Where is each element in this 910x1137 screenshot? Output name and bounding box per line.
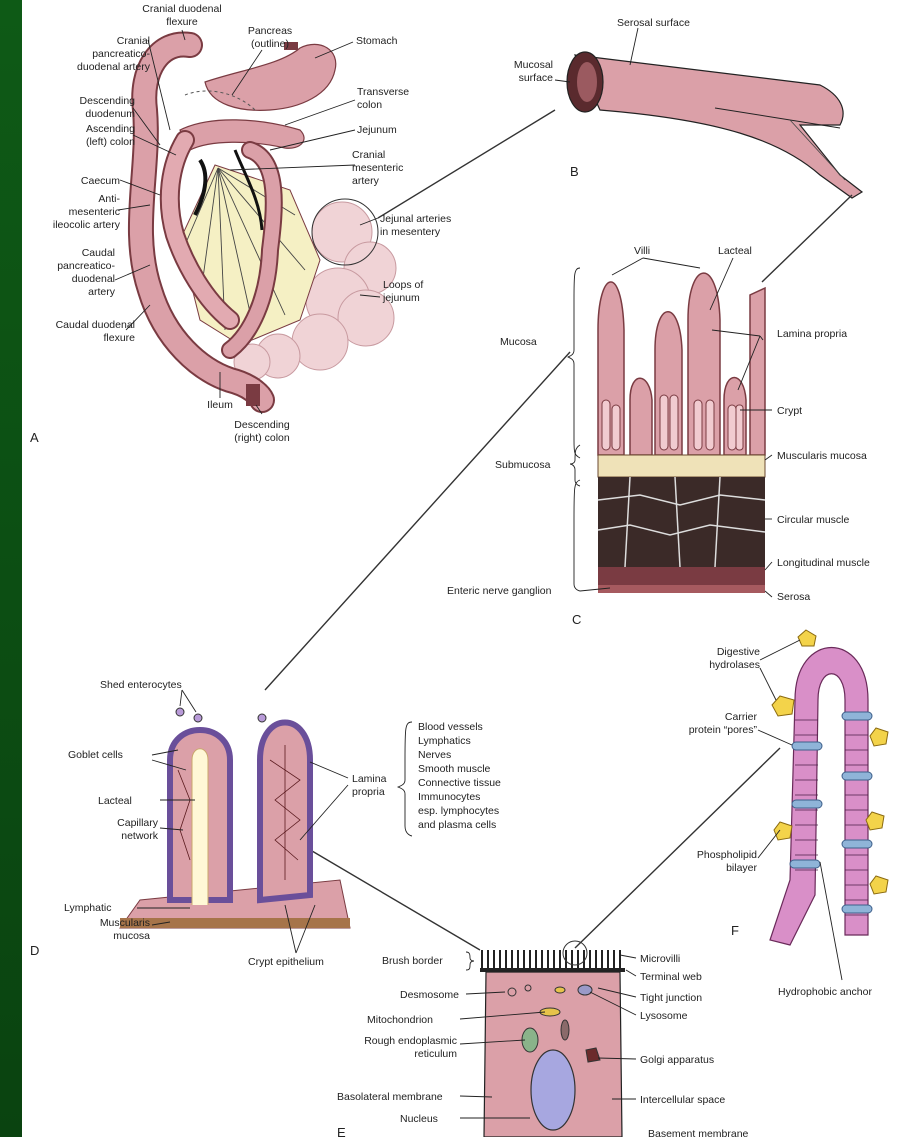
panel-f-letter: F bbox=[731, 923, 739, 938]
shed-enterocyte bbox=[176, 708, 184, 716]
hydrophobic-anchor-line bbox=[820, 862, 842, 980]
label-descending-colon: Descending(right) colon bbox=[234, 419, 290, 444]
label-desmosome: Desmosome bbox=[400, 989, 459, 1001]
label-longitudinal-muscle: Longitudinal muscle bbox=[777, 557, 870, 569]
label-nucleus: Nucleus bbox=[400, 1113, 438, 1125]
label-brush-border: Brush border bbox=[382, 955, 443, 967]
lamina-brace bbox=[398, 722, 412, 836]
brush-border-brace bbox=[466, 952, 474, 970]
panel-d-villus: Shed enterocytes Goblet cells Lacteal Ca… bbox=[30, 679, 504, 968]
label-microvilli: Microvilli bbox=[640, 953, 680, 965]
label-golgi: Golgi apparatus bbox=[640, 1054, 714, 1066]
descending-colon-stub bbox=[246, 384, 260, 406]
label-intercellular: Intercellular space bbox=[640, 1094, 725, 1106]
muscularis-mucosa-d bbox=[120, 918, 350, 928]
label-caecum: Caecum bbox=[81, 175, 120, 187]
panel-b-letter: B bbox=[570, 164, 579, 179]
label-pancreas: Pancreas(outline) bbox=[248, 25, 292, 50]
label-mitochondrion: Mitochondrion bbox=[367, 1014, 433, 1026]
label-hydrophobic-anchor: Hydrophobic anchor bbox=[778, 986, 872, 998]
label-serosal-surface: Serosal surface bbox=[617, 17, 690, 29]
tube-body bbox=[575, 55, 862, 198]
nucleus-shape bbox=[531, 1050, 575, 1130]
label-mucosa: Mucosa bbox=[500, 336, 537, 348]
label-crypt-epithelium: Crypt epithelium bbox=[248, 956, 324, 968]
circular-muscle-band bbox=[598, 477, 765, 567]
label-muscularis-mucosa-d: Muscularismucosa bbox=[100, 917, 150, 942]
label-lacteal-d: Lacteal bbox=[98, 795, 132, 807]
longitudinal-muscle-band bbox=[598, 567, 765, 585]
lacteal-d bbox=[192, 749, 208, 905]
microvilli-brush bbox=[482, 950, 620, 968]
panel-a-letter: A bbox=[30, 430, 39, 445]
panel-c-braces bbox=[568, 268, 580, 591]
panel-e-letter: E bbox=[337, 1125, 346, 1137]
label-lacteal-c: Lacteal bbox=[718, 245, 752, 257]
shed-enterocyte bbox=[258, 714, 266, 722]
label-submucosa: Submucosa bbox=[495, 459, 551, 471]
label-crypt: Crypt bbox=[777, 405, 802, 417]
panel-c-wall-section: Villi Lacteal Lamina propria Mucosa Cryp… bbox=[447, 245, 870, 627]
transverse-colon-shape bbox=[180, 120, 304, 150]
label-jejunum: Jejunum bbox=[357, 124, 397, 136]
label-lymphatic: Lymphatic bbox=[64, 902, 111, 914]
label-tight-junction: Tight junction bbox=[640, 992, 702, 1004]
label-ascending-colon: Ascending(left) colon bbox=[86, 123, 135, 148]
label-shed-enterocytes: Shed enterocytes bbox=[100, 679, 182, 691]
label-circular-muscle: Circular muscle bbox=[777, 514, 850, 526]
label-lamina-propria-c: Lamina propria bbox=[777, 328, 847, 340]
panel-e-enterocyte: Brush border Microvilli Terminal web Des… bbox=[337, 941, 749, 1137]
label-basolateral: Basolateral membrane bbox=[337, 1091, 443, 1103]
label-ileum: Ileum bbox=[207, 399, 233, 411]
label-basement: Basement membrane bbox=[648, 1128, 749, 1137]
serosa-band bbox=[598, 585, 765, 593]
label-lysosome: Lysosome bbox=[640, 1010, 688, 1022]
label-villi: Villi bbox=[634, 245, 650, 257]
stomach-shape bbox=[205, 44, 336, 110]
label-enteric-nerve-ganglion: Enteric nerve ganglion bbox=[447, 585, 552, 597]
label-lamina-list: Blood vessels Lymphatics Nerves Smooth m… bbox=[418, 721, 504, 831]
muscularis-mucosa-band bbox=[598, 455, 765, 477]
label-serosa: Serosa bbox=[777, 591, 810, 603]
label-goblet-cells: Goblet cells bbox=[68, 749, 123, 761]
label-stomach: Stomach bbox=[356, 35, 398, 47]
shed-enterocyte bbox=[194, 714, 202, 722]
panel-c-letter: C bbox=[572, 612, 581, 627]
green-frame-left bbox=[0, 0, 22, 1137]
label-muscularis-mucosa-c: Muscularis mucosa bbox=[777, 450, 867, 462]
panel-d-letter: D bbox=[30, 943, 39, 958]
label-terminal-web: Terminal web bbox=[640, 971, 702, 983]
